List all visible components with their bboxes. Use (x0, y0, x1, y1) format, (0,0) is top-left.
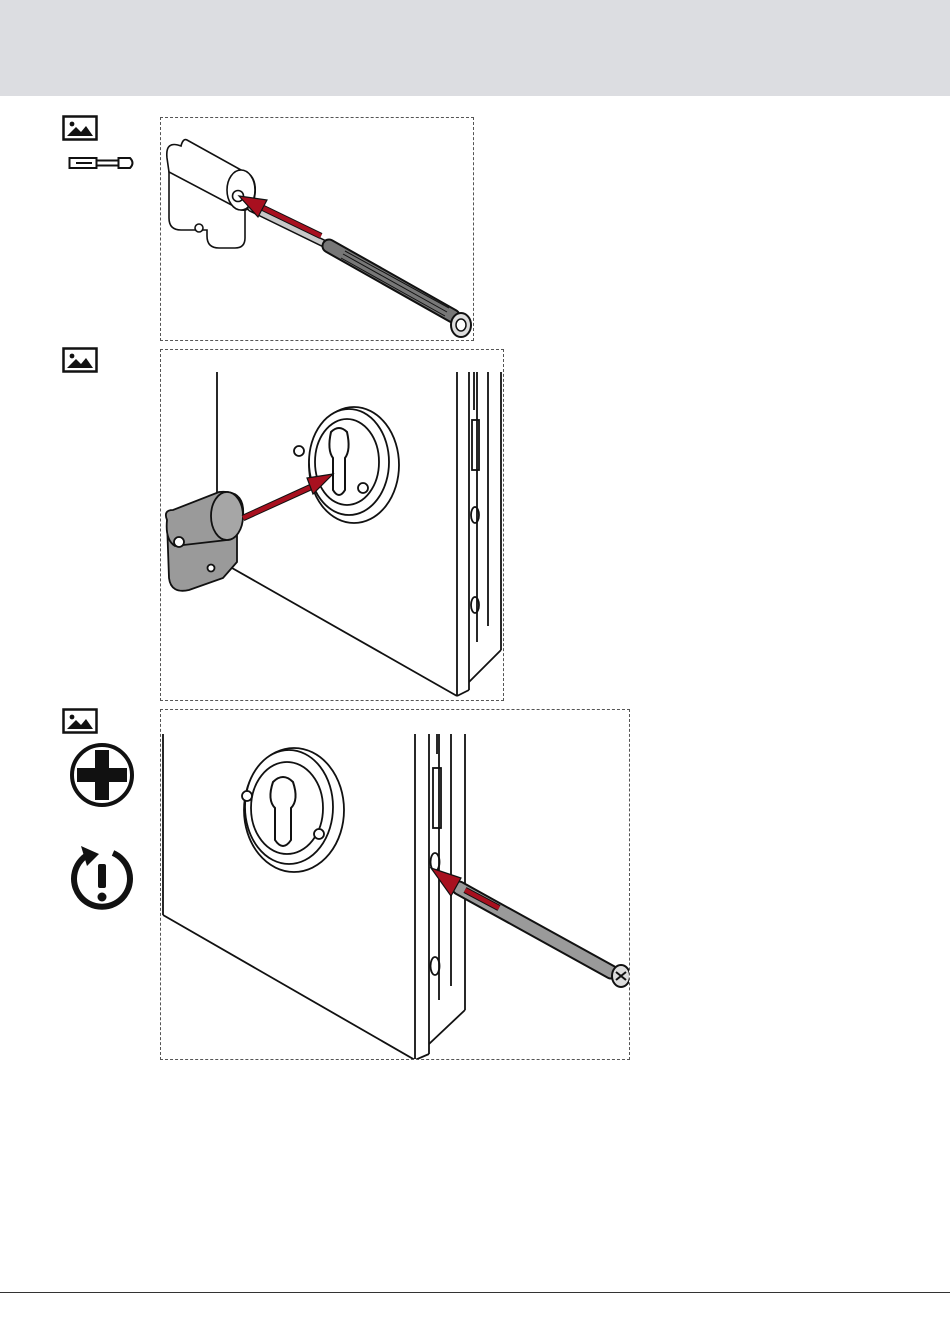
escutcheon-rosette (294, 407, 399, 523)
screwdriver-icon (68, 153, 136, 173)
half-cylinder (167, 140, 255, 248)
header-band (0, 0, 950, 96)
picture-icon (62, 347, 98, 373)
phillips-bit-icon (69, 742, 135, 808)
illustration-panel-rosette (160, 349, 504, 701)
cylinder-screw (251, 208, 471, 337)
illustration-panel-fixing-screw (160, 709, 630, 1060)
insertion-arrow (239, 196, 321, 236)
illustration-panel-cylinder-screw (160, 117, 474, 341)
tighten-clockwise-caution-icon (67, 844, 137, 914)
escutcheon-rosette (242, 748, 344, 872)
picture-icon (62, 708, 98, 734)
half-cylinder (166, 492, 243, 591)
footer-rule (0, 1292, 950, 1293)
picture-icon (62, 115, 98, 141)
